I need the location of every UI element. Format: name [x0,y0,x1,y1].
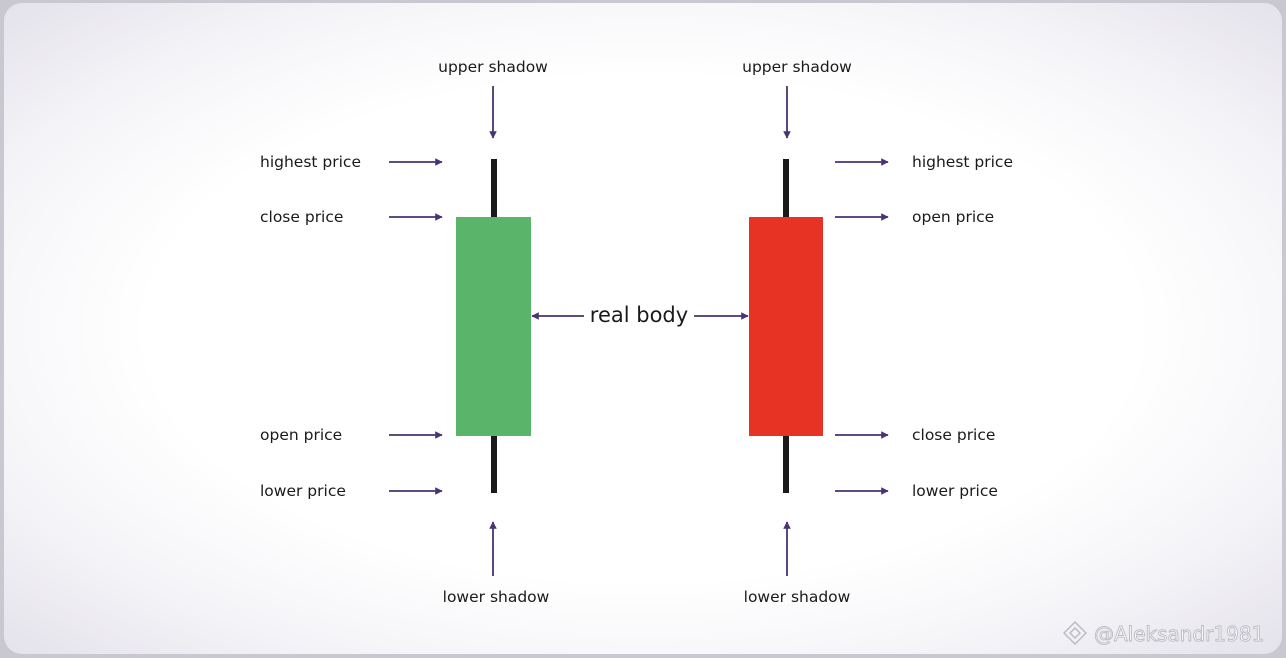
left-close-label: close price [260,208,343,226]
right-upper-shadow-label: upper shadow [742,58,852,76]
binance-diamond-icon [1063,621,1087,645]
real-body-label: real body [590,303,688,327]
right-highest-label: highest price [912,153,1013,171]
left-upper-shadow-label: upper shadow [438,58,548,76]
right-open-label: open price [912,208,994,226]
right-lower-shadow-label: lower shadow [744,588,851,606]
bullish-body [456,217,531,436]
right-lower-label: lower price [912,482,998,500]
left-lower-shadow-label: lower shadow [443,588,550,606]
left-lower-label: lower price [260,482,346,500]
left-highest-label: highest price [260,153,361,171]
diagram-frame [4,3,1282,654]
watermark: @Aleksandr1981 [1063,621,1265,646]
left-open-label: open price [260,426,342,444]
bearish-candle [749,159,823,493]
right-close-label: close price [912,426,995,444]
bullish-candle [456,159,531,493]
bearish-body [749,217,823,436]
watermark-text: @Aleksandr1981 [1094,622,1264,646]
